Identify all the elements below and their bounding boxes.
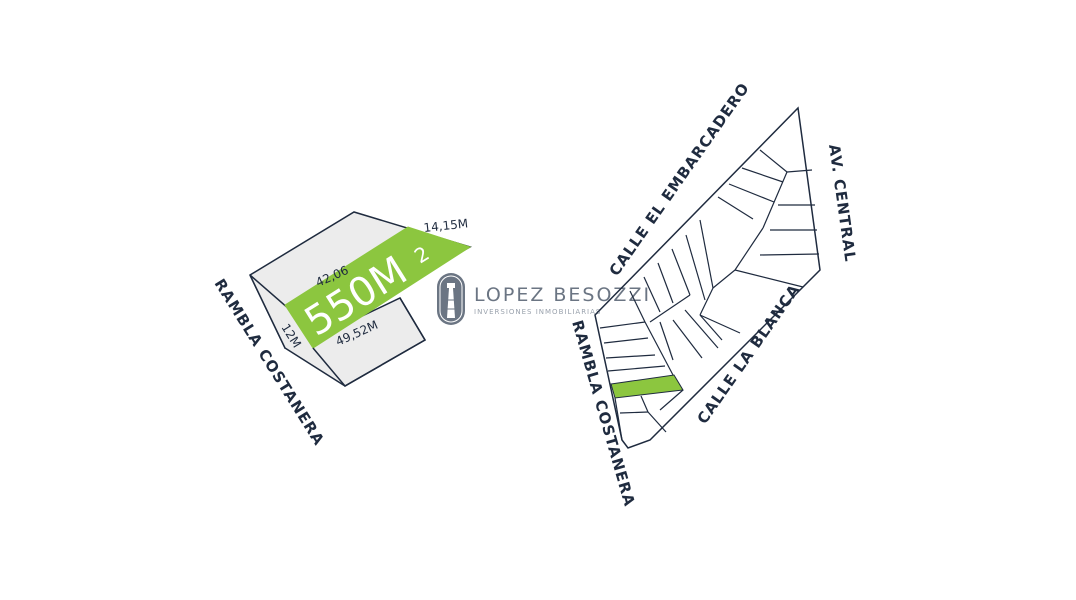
brand-logo: LOPEZ BESOZZI INVERSIONES INMOBILIARIAS [437,273,651,325]
dimension-end: 14,15M [423,216,469,235]
brand-name: LOPEZ BESOZZI [474,284,651,306]
lot-lines [599,149,820,441]
lighthouse-icon [437,273,465,325]
parcel-outline [312,297,427,387]
detail-plan: 550M 2 42,06 49,52M 12M 14,15M RAMBLA CO… [211,211,472,449]
brand-subtitle: INVERSIONES INMOBILIARIAS [474,308,601,316]
street-label-av-central: AV. CENTRAL [825,143,859,263]
highlighted-lot[interactable] [284,226,472,349]
street-label-rambla-right: RAMBLA COSTANERA [568,318,639,509]
street-label-la-blanca: CALLE LA BLANCA [694,281,804,428]
highlighted-lot-map[interactable] [610,374,684,399]
street-label-embarcadero: CALLE EL EMBARCADERO [606,79,754,279]
